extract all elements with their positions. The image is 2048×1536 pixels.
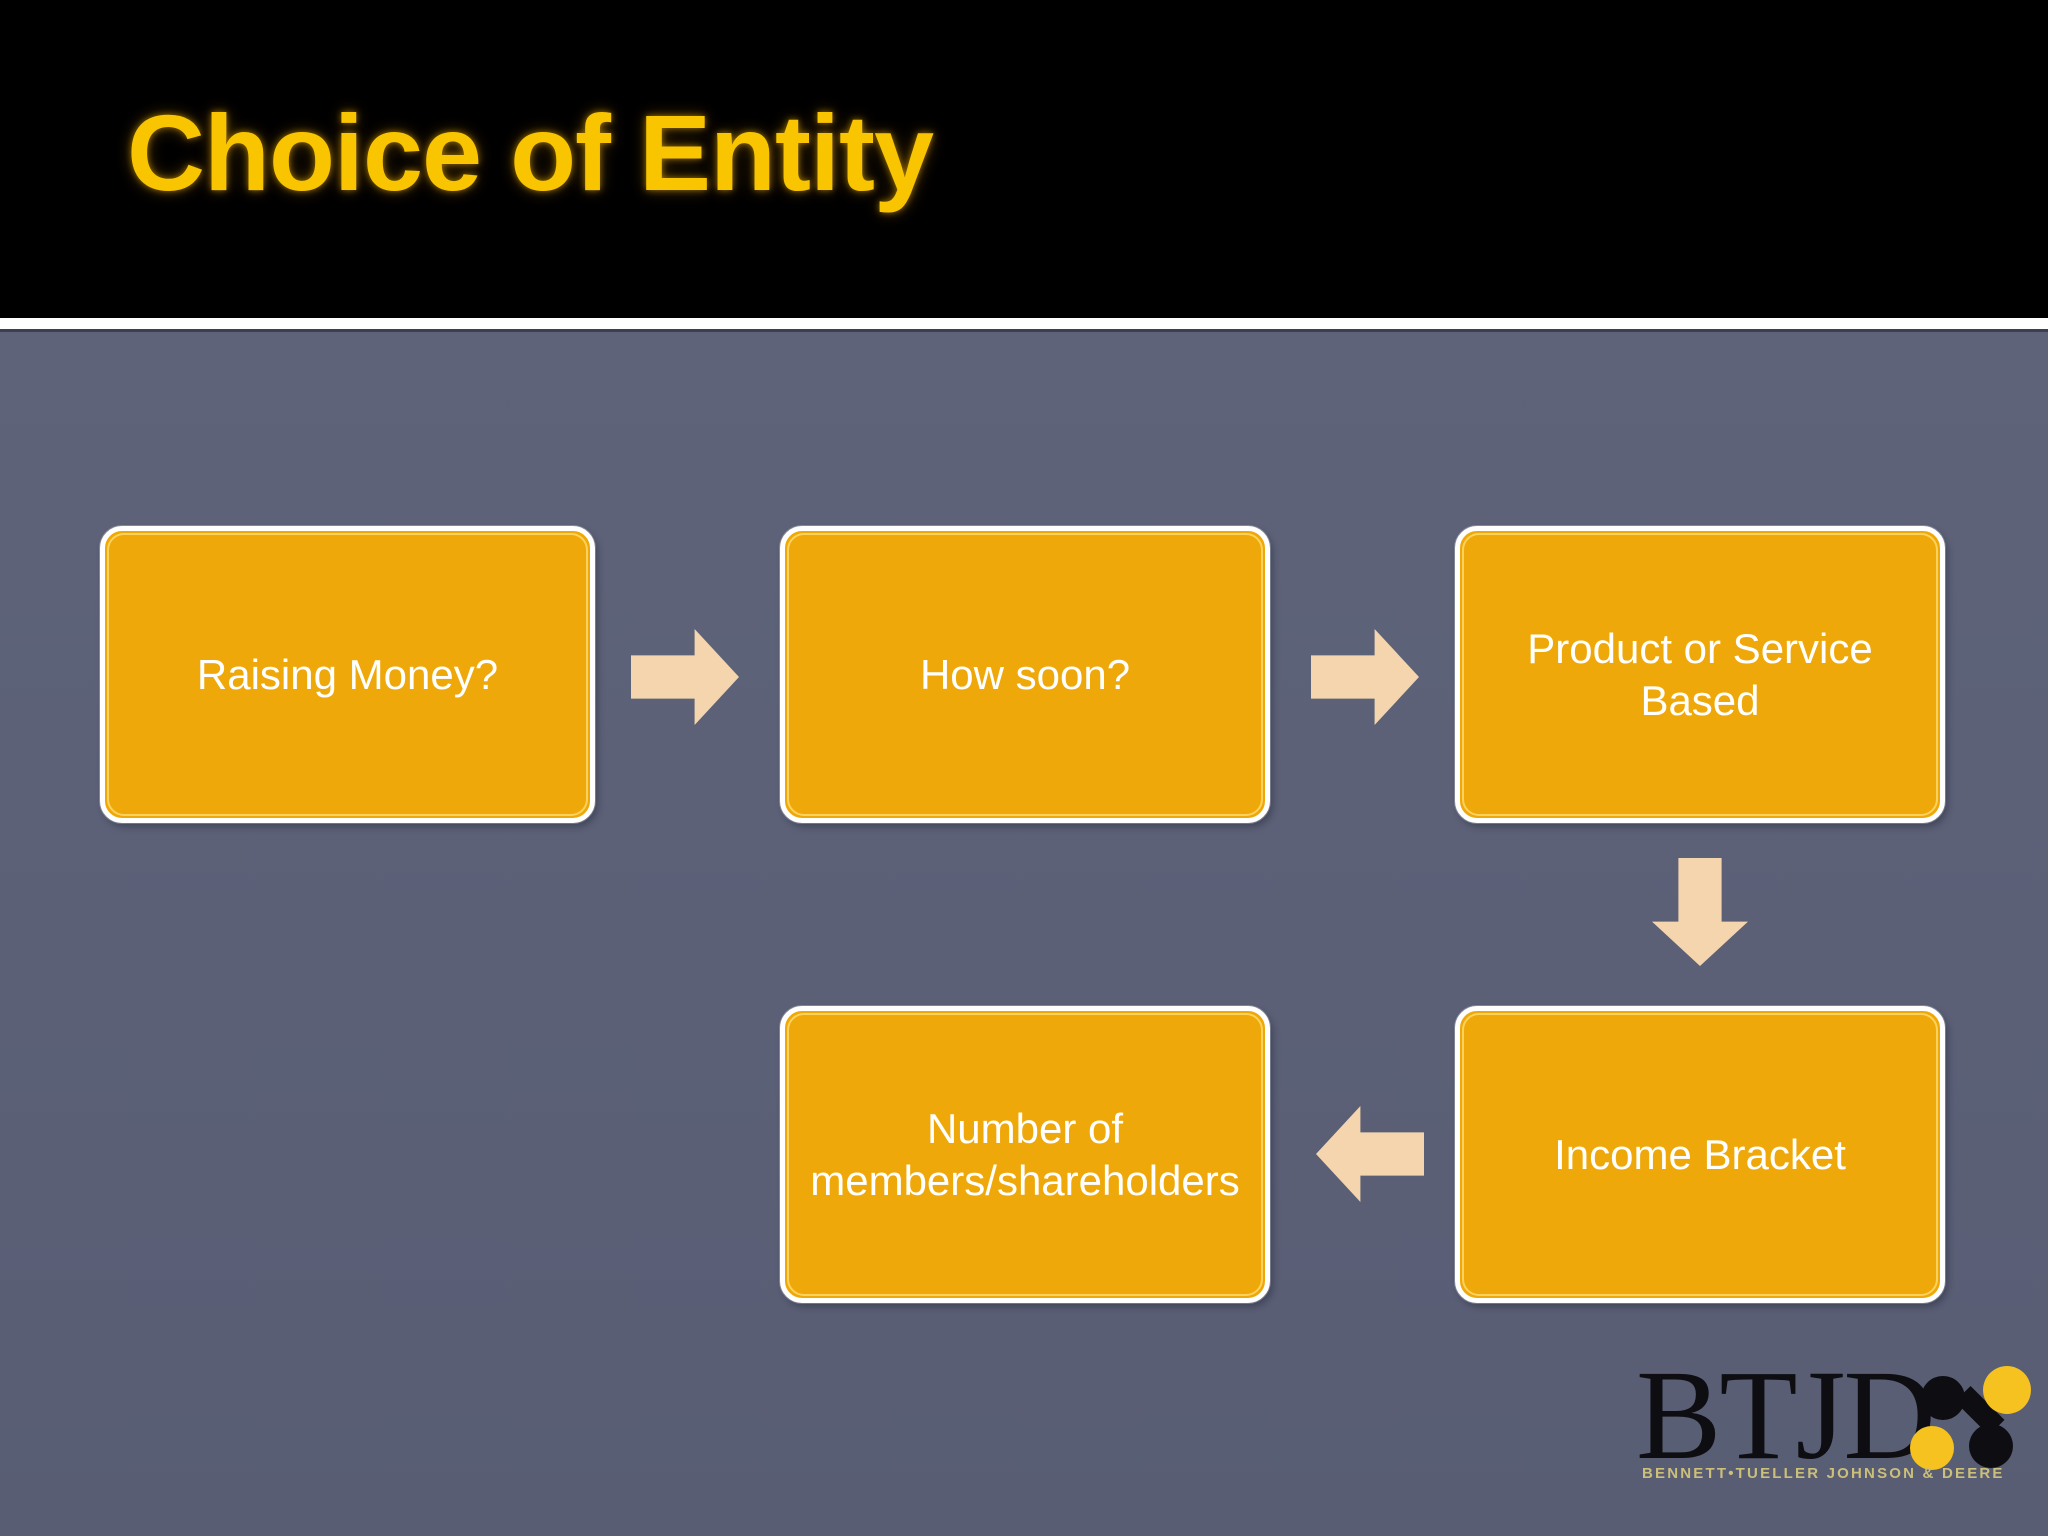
flow-box-product-or-service[interactable]: Product or Service Based [1455, 526, 1945, 823]
flow-box-label: Income Bracket [1554, 1130, 1846, 1178]
svg-text:BENNETT•TUELLER JOHNSON & D: BENNETT•TUELLER JOHNSON & DEERE [1642, 1465, 2005, 1482]
slide-header: Choice of Entity [0, 0, 2048, 318]
flow-box-how-soon[interactable]: How soon? [780, 526, 1270, 823]
arrow-left-icon [1310, 1094, 1430, 1214]
flow-box-label: Number of members/shareholders [810, 1105, 1240, 1204]
btjd-logo: BTJD BENNETT•TUELLER JOHNSON & DEERE [1636, 1352, 2032, 1512]
header-divider [0, 318, 2048, 329]
flow-box-label: Raising Money? [196, 650, 499, 698]
flow-box-label: How soon? [919, 650, 1131, 698]
arrow-right-icon [625, 617, 745, 737]
slide-body: Raising Money? How soon? Product or Serv… [0, 332, 2048, 1536]
arrow-down-icon [1640, 852, 1760, 972]
flow-box-label: Product or Service Based [1527, 625, 1873, 724]
arrow-right-icon [1305, 617, 1425, 737]
flow-box-income-bracket[interactable]: Income Bracket [1455, 1006, 1945, 1303]
header-divider-shadow [0, 329, 2048, 332]
svg-text:BTJD: BTJD [1636, 1352, 1934, 1486]
page-title: Choice of Entity [127, 92, 934, 213]
flow-box-raising-money[interactable]: Raising Money? [100, 526, 595, 823]
flow-box-number-of-members[interactable]: Number of members/shareholders [780, 1006, 1270, 1303]
